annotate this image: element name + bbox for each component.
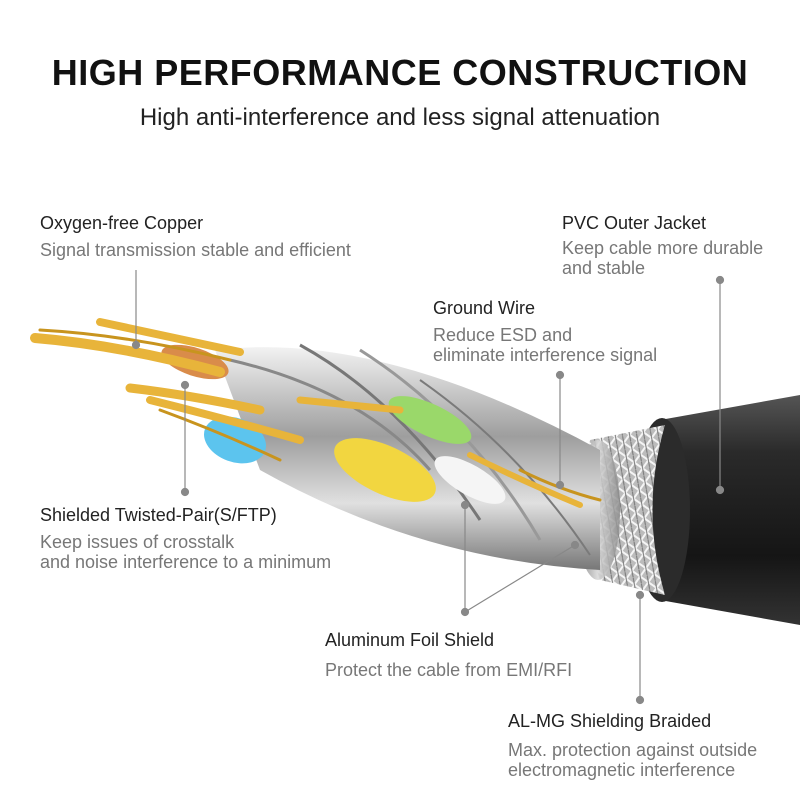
page-subtitle: High anti-interference and less signal a… (139, 104, 661, 131)
foil-shield-desc: Protect the cable from EMI/RFI (325, 660, 573, 680)
ground-wire-desc-line-2: eliminate interference signal (433, 345, 658, 365)
jacket-desc-line-1: Keep cable more durable (562, 238, 764, 258)
jacket-desc-line-2: and stable (562, 258, 646, 278)
copper-label: Oxygen-free Copper (40, 213, 204, 233)
braid-desc-line-1: Max. protection against outside (508, 740, 758, 760)
ground-wire-desc-line-1: Reduce ESD and (433, 325, 573, 345)
copper-conductors (30, 318, 602, 508)
twisted-pair-label: Shielded Twisted-Pair(S/FTP) (40, 505, 277, 525)
braid-label: AL-MG Shielding Braided (508, 711, 712, 731)
jacket-label: PVC Outer Jacket (562, 213, 707, 233)
twisted-pair-desc-line-2: and noise interference to a minimum (40, 552, 332, 572)
yellow-wire (334, 438, 436, 502)
leader-lines (131, 270, 725, 705)
twisted-pair-desc-line-1: Keep issues of crosstalk (40, 532, 235, 552)
green-wire (388, 396, 472, 444)
foil-shield-label: Aluminum Foil Shield (325, 630, 495, 650)
page-title: HIGH PERFORMANCE CONSTRUCTION (51, 52, 749, 93)
ground-wire-label: Ground Wire (433, 298, 536, 318)
copper-desc: Signal transmission stable and efficient (40, 240, 351, 260)
braid-desc-line-2: electromagnetic interference (508, 760, 736, 780)
white-wire (434, 456, 506, 504)
